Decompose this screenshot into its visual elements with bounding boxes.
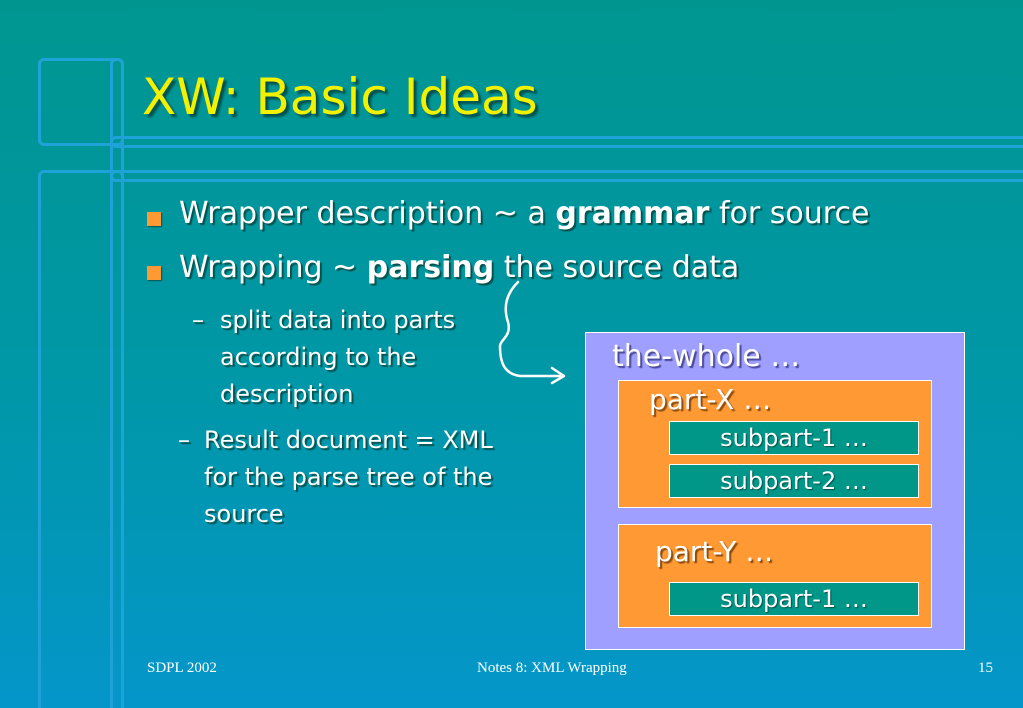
subpart-label: subpart-1 … bbox=[720, 585, 868, 613]
frame-top-rail bbox=[110, 136, 1023, 148]
subbullet-split-data: – split data into parts according to the… bbox=[192, 302, 512, 417]
brace-arrow-icon bbox=[498, 280, 566, 385]
part-y-label: part-Y … bbox=[655, 535, 774, 568]
subbullet-result-document: – Result document = XML for the parse tr… bbox=[178, 422, 568, 537]
frame-content-rail bbox=[110, 170, 1023, 182]
part-x-label: part-X … bbox=[649, 383, 772, 416]
diagram-whole-box: the-whole … part-X … subpart-1 … subpart… bbox=[585, 332, 965, 650]
bullet-text: Wrapper description ~ a grammar for sour… bbox=[179, 196, 870, 231]
bullet-square-icon bbox=[147, 212, 161, 226]
subpart-label: subpart-1 … bbox=[720, 424, 868, 452]
subbullet-line: according to the bbox=[220, 343, 417, 371]
subbullet-dash: – bbox=[192, 306, 204, 334]
bullet-wrapper-description: Wrapper description ~ a grammar for sour… bbox=[147, 196, 947, 236]
footer-page-number: 15 bbox=[978, 660, 993, 676]
part-x-subpart-2-box: subpart-2 … bbox=[669, 464, 919, 498]
subbullet-line: split data into parts bbox=[220, 306, 456, 334]
frame-vertical-divider bbox=[110, 58, 124, 708]
part-y-box: part-Y … subpart-1 … bbox=[618, 524, 932, 628]
subpart-label: subpart-2 … bbox=[720, 467, 868, 495]
subbullet-line: Result document = XML bbox=[204, 426, 493, 454]
footer-left: SDPL 2002 bbox=[147, 660, 217, 676]
slide-title: XW: Basic Ideas bbox=[142, 68, 538, 126]
subbullet-line: description bbox=[220, 380, 354, 408]
subbullet-line: source bbox=[204, 500, 284, 528]
subbullet-dash: – bbox=[178, 426, 190, 454]
footer-center: Notes 8: XML Wrapping bbox=[477, 660, 627, 676]
part-y-subpart-1-box: subpart-1 … bbox=[669, 582, 919, 616]
subbullet-line: for the parse tree of the bbox=[204, 463, 493, 491]
bullet-text: Wrapping ~ parsing the source data bbox=[179, 250, 740, 285]
whole-label: the-whole … bbox=[612, 339, 801, 374]
bullet-wrapping: Wrapping ~ parsing the source data bbox=[147, 250, 947, 290]
part-x-subpart-1-box: subpart-1 … bbox=[669, 421, 919, 455]
part-x-box: part-X … subpart-1 … subpart-2 … bbox=[618, 380, 932, 508]
bullet-square-icon bbox=[147, 266, 161, 280]
